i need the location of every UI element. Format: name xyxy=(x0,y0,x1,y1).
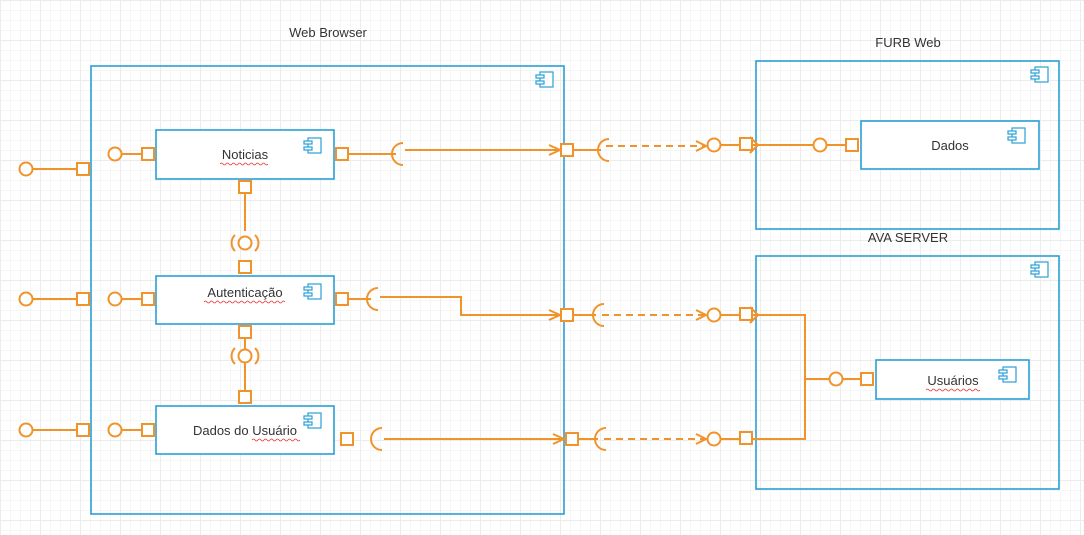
external-interface-noticias[interactable] xyxy=(18,161,90,177)
component-dados[interactable]: Dados xyxy=(860,120,1040,170)
node-ava-server[interactable] xyxy=(755,255,1060,490)
spellcheck-underline xyxy=(251,438,301,442)
component-label-dados: Dados xyxy=(931,138,969,153)
component-dados-do-usuario[interactable]: Dados do Usuário xyxy=(155,405,335,455)
external-interface-dados-usuario[interactable] xyxy=(18,422,90,438)
component-noticias[interactable]: Noticias xyxy=(155,129,335,180)
spellcheck-underline xyxy=(203,300,286,304)
node-label-web-browser: Web Browser xyxy=(289,25,367,40)
provided-interface-noticias[interactable] xyxy=(107,146,155,162)
link-ava-ports-usuarios[interactable] xyxy=(749,306,874,440)
component-label-usuarios: Usuários xyxy=(927,373,979,388)
component-usuarios[interactable]: Usuários xyxy=(875,359,1030,400)
spellcheck-underline xyxy=(925,388,981,392)
component-icon xyxy=(535,71,554,88)
component-autenticacao[interactable]: Autenticação xyxy=(155,275,335,325)
node-label-ava-server: AVA SERVER xyxy=(868,230,948,245)
component-icon xyxy=(1030,66,1049,83)
connectors xyxy=(18,136,874,451)
provided-interface-dados-usuario[interactable] xyxy=(107,422,155,438)
link-furb-port-dados[interactable] xyxy=(749,136,859,154)
link-autenticacao-dados-usuario[interactable] xyxy=(230,325,260,404)
link-browser-ava-server-auth[interactable] xyxy=(573,303,753,327)
component-label-dados-do-usuario: Dados do Usuário xyxy=(193,423,297,438)
provided-interface-autenticacao[interactable] xyxy=(107,291,155,307)
component-label-autenticacao: Autenticação xyxy=(207,285,282,300)
spellcheck-underline xyxy=(219,162,269,166)
node-web-browser[interactable] xyxy=(90,65,565,515)
external-interface-autenticacao[interactable] xyxy=(18,291,90,307)
link-noticias-port[interactable] xyxy=(335,142,574,166)
link-dados-usuario-port[interactable] xyxy=(340,427,579,451)
link-browser-furb-web[interactable] xyxy=(573,137,753,162)
node-label-furb-web: FURB Web xyxy=(875,35,941,50)
link-noticias-autenticacao[interactable] xyxy=(230,180,260,274)
link-browser-ava-server-user[interactable] xyxy=(578,427,753,451)
component-icon xyxy=(1030,261,1049,278)
component-label-noticias: Noticias xyxy=(222,147,269,162)
link-autenticacao-port[interactable] xyxy=(335,287,574,322)
